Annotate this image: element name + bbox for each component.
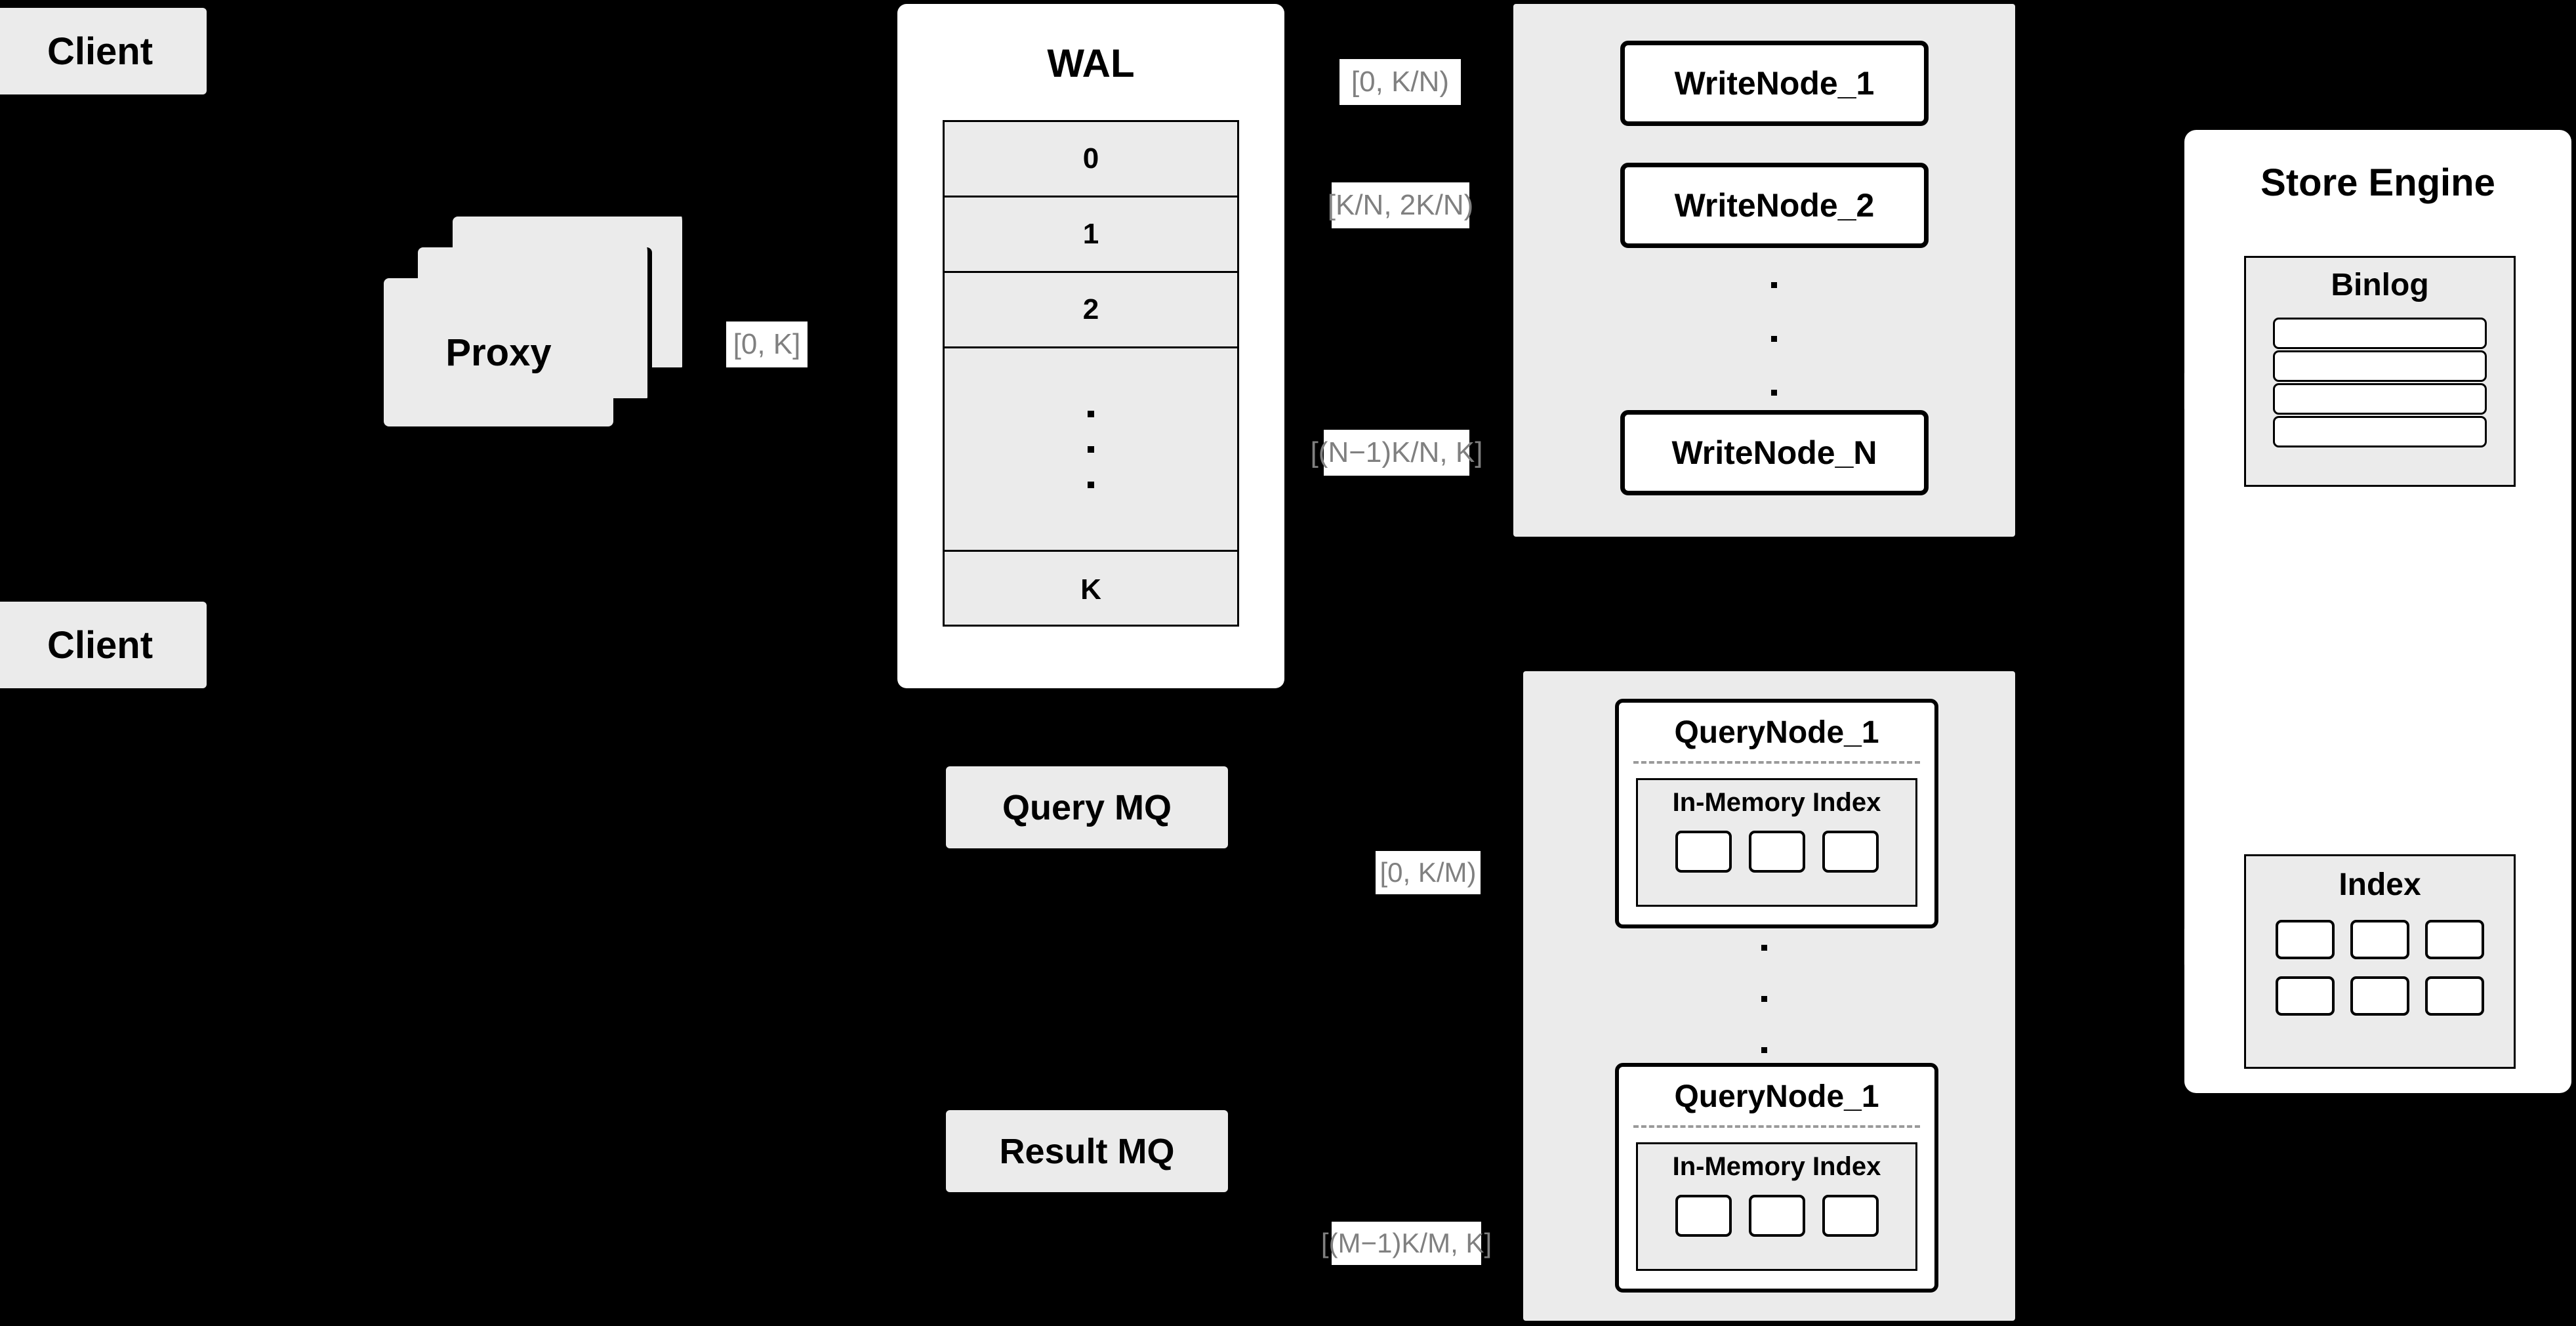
write-node-1-range-label: [0, K/N) (1339, 59, 1461, 105)
write-node-2-range-label: [K/N, 2K/N) (1328, 182, 1473, 228)
proxy-card-front[interactable]: Proxy (384, 278, 613, 426)
range-text: [(M−1)K/M, K] (1320, 1228, 1492, 1258)
store-index-title: Index (2339, 867, 2421, 902)
proxy-stack[interactable]: Proxy (384, 217, 687, 426)
query-mq-label: Query MQ (1002, 787, 1172, 827)
store-index-slot (2276, 920, 2335, 959)
wal-row: 0 (945, 122, 1237, 197)
in-memory-index-box: In-Memory Index (1636, 1142, 1917, 1271)
wal-row: 2 (945, 273, 1237, 348)
client-label: Client (47, 623, 153, 667)
query-mq-node[interactable]: Query MQ (946, 766, 1228, 848)
query-node-title: QueryNode_1 (1674, 715, 1879, 750)
query-node-title: QueryNode_1 (1674, 1079, 1879, 1114)
store-engine-title: Store Engine (2260, 161, 2495, 204)
client-node-1[interactable]: Client (0, 8, 207, 94)
binlog-box: Binlog (2244, 256, 2516, 487)
wal-title: WAL (1047, 41, 1135, 85)
binlog-title: Binlog (2331, 268, 2429, 302)
proxy-output-range-label: [0, K] (726, 321, 808, 367)
range-text: [0, K/N) (1351, 66, 1450, 98)
binlog-entry (2273, 416, 2487, 447)
wal-row: K (1080, 573, 1101, 606)
write-node-label: WriteNode_2 (1674, 187, 1875, 224)
proxy-label: Proxy (445, 331, 552, 374)
range-text: [0, K/M) (1380, 857, 1477, 888)
in-memory-index-box: In-Memory Index (1636, 778, 1917, 907)
index-slot (1748, 1195, 1805, 1237)
result-mq-label: Result MQ (999, 1131, 1175, 1171)
store-index-slot (2350, 976, 2409, 1016)
query-node-divider (1633, 761, 1920, 764)
binlog-entry (2273, 318, 2487, 349)
query-node-ellipsis (1761, 945, 1769, 1063)
store-index-slot (2350, 920, 2409, 959)
store-index-box: Index (2244, 854, 2516, 1069)
binlog-entry (2273, 383, 2487, 415)
write-node-label: WriteNode_N (1671, 434, 1877, 471)
write-node-n-range-label: [(N−1)K/N, K] (1311, 430, 1482, 476)
client-node-2[interactable]: Client (0, 602, 207, 688)
write-node-ellipsis (1771, 282, 1779, 400)
query-node-2[interactable]: QueryNode_1 In-Memory Index (1615, 1063, 1938, 1293)
query-node-2-range-label: [(M−1)K/M, K] (1321, 1222, 1492, 1265)
wal-entry-table: 0 1 2 K (943, 120, 1239, 627)
client-label: Client (47, 30, 153, 73)
in-memory-index-title: In-Memory Index (1672, 1152, 1881, 1181)
store-index-slot (2425, 976, 2484, 1016)
index-slot (1748, 831, 1805, 873)
query-node-1[interactable]: QueryNode_1 In-Memory Index (1615, 699, 1938, 928)
in-memory-index-title: In-Memory Index (1672, 788, 1881, 817)
result-mq-node[interactable]: Result MQ (946, 1110, 1228, 1192)
store-index-slot (2276, 976, 2335, 1016)
range-text: [(N−1)K/N, K] (1310, 436, 1483, 468)
query-node-divider (1633, 1125, 1920, 1128)
index-slot (1822, 831, 1879, 873)
write-node-n[interactable]: WriteNode_N (1620, 410, 1929, 495)
wal-row: 1 (945, 197, 1237, 273)
range-text: [0, K] (733, 328, 801, 360)
query-node-1-range-label: [0, K/M) (1376, 851, 1481, 894)
wal-row-ellipsis (945, 348, 1237, 552)
write-node-2[interactable]: WriteNode_2 (1620, 163, 1929, 248)
store-index-slot (2425, 920, 2484, 959)
write-node-label: WriteNode_1 (1674, 65, 1875, 102)
index-slot (1822, 1195, 1879, 1237)
range-text: [K/N, 2K/N) (1327, 189, 1474, 221)
write-node-1[interactable]: WriteNode_1 (1620, 41, 1929, 126)
index-slot (1675, 831, 1732, 873)
index-slot (1675, 1195, 1732, 1237)
binlog-entry (2273, 350, 2487, 382)
